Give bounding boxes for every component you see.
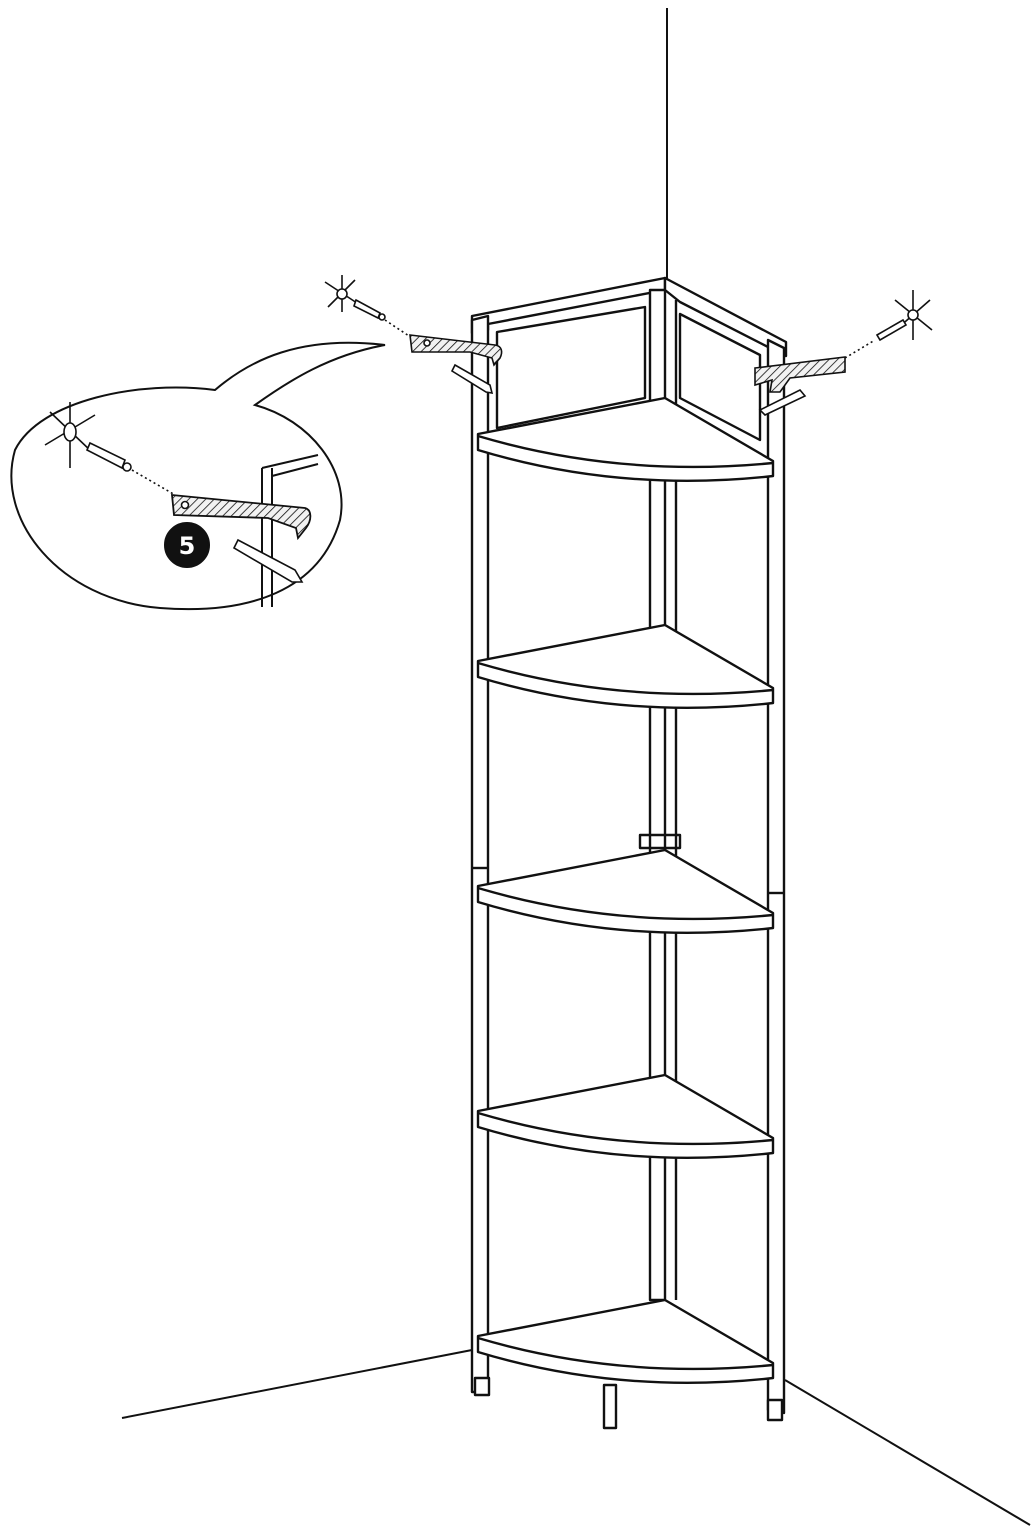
wall-anchor-right xyxy=(754,290,933,416)
wall-plug-left-icon xyxy=(353,298,386,321)
back-panel-right xyxy=(678,312,762,442)
room-corner xyxy=(121,8,1031,1526)
floor-line-right xyxy=(784,1379,1031,1526)
step-number: 5 xyxy=(179,532,196,560)
back-panel-left xyxy=(495,305,647,430)
post-back-leg xyxy=(602,1383,618,1430)
post-front-left-foot xyxy=(473,1376,491,1397)
screw-right-icon xyxy=(758,389,807,416)
shelf-edge-2 xyxy=(477,661,774,696)
callout-bubble xyxy=(10,341,386,611)
post-back-center-joint xyxy=(638,833,682,850)
callout-screw-icon xyxy=(232,538,304,583)
post-front-left xyxy=(470,314,490,1394)
callout-guide-line xyxy=(131,469,176,496)
bracket-left xyxy=(409,334,503,367)
shelves-group xyxy=(476,396,775,1385)
guide-line-right xyxy=(844,339,876,359)
detail-callout: 5 xyxy=(10,341,386,611)
wall-hole-left xyxy=(324,275,361,312)
screw-left-icon xyxy=(450,363,494,394)
shelf-5 xyxy=(476,1298,775,1385)
floor-line-left xyxy=(121,1349,473,1419)
wall-plug-right-icon xyxy=(875,318,908,342)
shelf-edge-5 xyxy=(477,1336,774,1371)
callout-frame-post xyxy=(261,454,319,607)
callout-bracket xyxy=(170,493,312,541)
shelf-edge-1 xyxy=(477,434,774,469)
shelf-2 xyxy=(476,623,775,710)
wall-anchor-left xyxy=(324,275,503,394)
bracket-right xyxy=(754,356,846,393)
callout-wall-hole xyxy=(44,402,96,468)
post-front-right xyxy=(766,338,786,1415)
top-rail-left xyxy=(470,276,667,335)
post-front-right-foot xyxy=(766,1398,784,1422)
shelf-edge-4 xyxy=(477,1111,774,1146)
step-badge xyxy=(164,522,210,568)
shelf-4 xyxy=(476,1073,775,1160)
shelf-3 xyxy=(476,848,775,935)
wall-hole-right xyxy=(894,290,933,340)
shelf-edge-3 xyxy=(477,886,774,921)
shelf-1 xyxy=(476,396,775,483)
callout-wall-plug-icon xyxy=(85,441,132,472)
